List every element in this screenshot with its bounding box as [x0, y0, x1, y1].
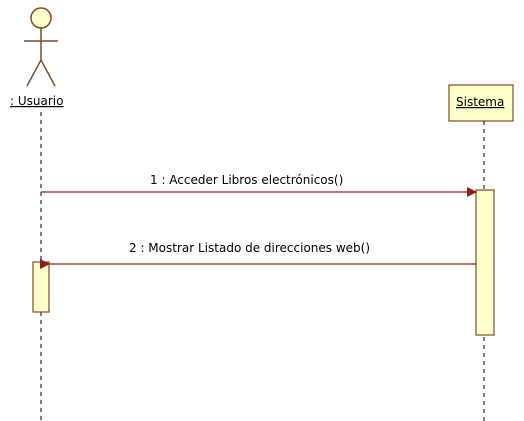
sistema-label: Sistema	[456, 95, 504, 109]
message-1-label: 1 : Acceder Libros electrónicos()	[150, 173, 343, 187]
message-1[interactable]: 1 : Acceder Libros electrónicos()	[41, 173, 477, 197]
actor-usuario[interactable]: : Usuario	[10, 7, 63, 108]
message-2[interactable]: 2 : Mostrar Listado de direcciones web()	[40, 241, 476, 269]
sistema-box	[448, 84, 514, 122]
stick-figure-actor-icon	[24, 7, 58, 87]
sistema-activation-box	[475, 189, 495, 336]
usuario-activation-box	[32, 261, 50, 313]
message-2-label: 2 : Mostrar Listado de direcciones web()	[129, 241, 370, 255]
actor-label: : Usuario	[10, 94, 63, 108]
object-sistema[interactable]: Sistema	[448, 84, 514, 122]
